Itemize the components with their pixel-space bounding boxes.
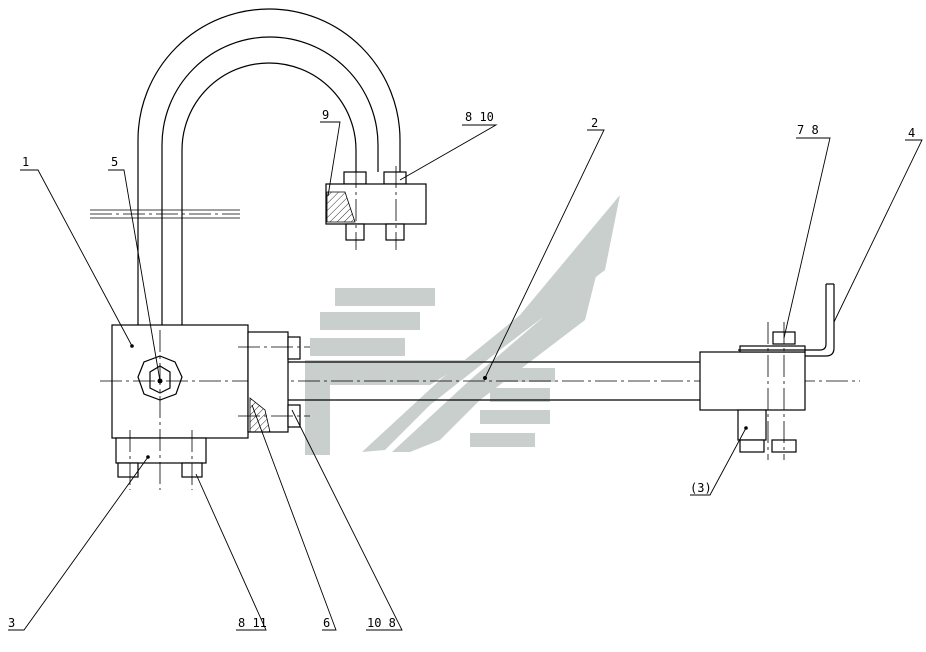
callout-7-8: 7 8 — [797, 123, 819, 137]
callout-3-ref: (3) — [690, 481, 712, 495]
callout-10-8: 10 8 — [367, 616, 396, 630]
u-bolt — [90, 8, 401, 325]
callout-8-10: 8 10 — [465, 110, 494, 124]
callout-6: 6 — [323, 616, 330, 630]
watermark-logo — [305, 195, 620, 455]
callout-9: 9 — [322, 108, 329, 122]
right-block — [699, 283, 835, 460]
shaft — [288, 361, 700, 401]
callout-1: 1 — [22, 155, 29, 169]
upper-clamp — [325, 166, 427, 250]
callout-3: 3 — [8, 616, 15, 630]
left-block — [100, 324, 860, 490]
callout-4: 4 — [908, 126, 915, 140]
callout-8-11: 8 11 — [238, 616, 267, 630]
flange-assembly — [238, 331, 310, 433]
leader-lines — [8, 121, 923, 631]
callout-labels: 1 2 3 4 5 6 7 8 8 10 8 11 9 10 8 (3) — [8, 108, 915, 630]
callout-5: 5 — [111, 155, 118, 169]
callout-2: 2 — [591, 116, 598, 130]
